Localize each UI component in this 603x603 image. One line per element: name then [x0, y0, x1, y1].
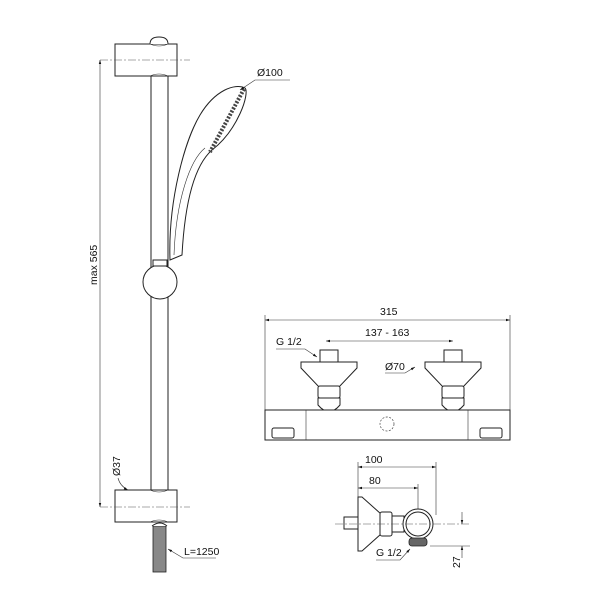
mixer-side-view: 100 80 27 G 1/2	[335, 454, 470, 568]
hose-length-label: L=1250	[184, 546, 219, 558]
connection-centers-label: 137 - 163	[365, 327, 410, 339]
mixer-body	[264, 409, 511, 441]
front-thread-label: G 1/2	[276, 336, 302, 348]
right-knob-notch	[479, 427, 503, 439]
shower-rail: max 565 Ø37 L=1250 Ø100	[88, 36, 290, 573]
handshower	[169, 86, 247, 261]
mixer-front-view: 315 137 - 163 G 1/2 Ø70	[264, 306, 511, 441]
left-knob-notch	[271, 427, 295, 439]
mixer-width-label: 315	[380, 306, 398, 318]
slider-holder	[142, 264, 178, 300]
handshower-diameter-label: Ø100	[257, 67, 283, 79]
rail-diameter-label: Ø37	[111, 456, 123, 476]
side-offset-label: 27	[451, 556, 463, 568]
handshower-face	[208, 88, 246, 153]
side-depth-inner-label: 80	[369, 475, 381, 487]
hose	[152, 525, 167, 573]
side-depth-label: 100	[365, 454, 383, 466]
left-connection	[300, 349, 358, 412]
temperature-dial	[379, 416, 395, 432]
bottom-bracket	[114, 489, 178, 523]
flange-diameter-label: Ø70	[385, 361, 405, 373]
top-bracket-cap	[149, 36, 169, 45]
right-connection	[424, 349, 482, 412]
rail-height-label: max 565	[88, 245, 100, 285]
side-thread-label: G 1/2	[376, 547, 402, 559]
